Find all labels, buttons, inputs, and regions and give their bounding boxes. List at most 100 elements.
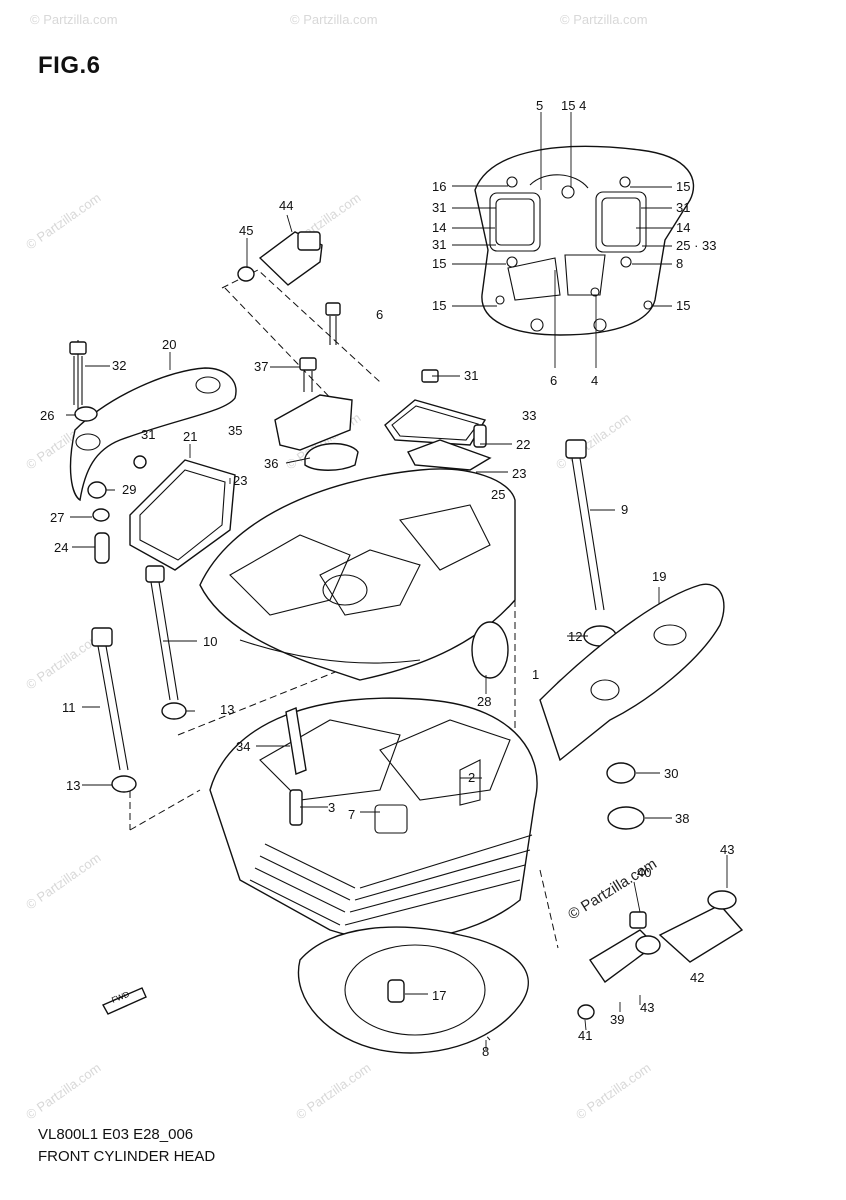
callout-33: 33 [522,408,536,423]
callout-19: 19 [652,569,666,584]
callout-32: 32 [112,358,126,373]
callout-4: 4 [591,373,598,388]
cover-19 [539,583,725,762]
screw-35 [133,455,147,469]
figure-title: FIG.6 [38,52,101,79]
sleeve-24 [94,532,110,564]
callout-22: 22 [516,437,530,452]
watermark: © Partzilla.com [560,12,648,27]
callout-14: 14 [432,220,446,235]
callout-15: 15 [432,256,446,271]
bolt-11-head [91,627,113,647]
watermark: © Partzilla.com [30,12,118,27]
right-cam-pocket [595,191,647,253]
callout-7: 7 [348,807,355,822]
callout-43: 43 [640,1000,654,1015]
callout-6: 6 [550,373,557,388]
callout-8: 8 [482,1044,489,1059]
callout-40: 40 [637,865,651,880]
callout-27: 27 [50,510,64,525]
left-cover-group [69,340,237,571]
callout-39: 39 [610,1012,624,1027]
head-upper-block [199,468,516,681]
callout-15-4: 15 4 [561,98,586,113]
sensor-group [237,231,323,286]
callout-28: 28 [477,694,491,709]
callout-2: 2 [468,770,475,785]
callout-35: 35 [228,423,242,438]
callout-23: 23 [233,473,247,488]
bolt-cap [325,302,341,316]
watermark: © Partzilla.com [23,850,103,913]
gasket-7 [374,804,408,834]
dowel-17 [387,979,405,1003]
watermark: © Partzilla.com [293,1060,373,1123]
cover-20 [69,367,237,502]
callout-31: 31 [464,368,478,383]
callout-15: 15 [676,179,690,194]
plug-and-stud-group [285,707,307,826]
callout-8: 8 [676,256,683,271]
callout-25: 25 [491,487,505,502]
dowel-2 [459,759,481,806]
callout-43: 43 [720,842,734,857]
callout-13: 13 [66,778,80,793]
callout-24: 24 [54,540,68,555]
callout-11: 11 [62,700,76,715]
callout-30: 30 [664,766,678,781]
right-cover-group [384,369,492,510]
gasket-36 [304,442,359,471]
fwd-badge: FWD [102,987,147,1015]
elbow-6 [274,394,353,451]
callout-16: 16 [432,179,446,194]
head-lower-block [209,697,538,941]
washer-13b [111,775,137,793]
left-cam-pocket [489,192,541,252]
callout-15: 15 [432,298,446,313]
cover-21 [129,459,236,571]
callout-29: 29 [122,482,136,497]
callout-14: 14 [676,220,690,235]
spark-plug-34 [285,707,307,775]
left-bolts-group [91,565,187,793]
callout-38: 38 [675,811,689,826]
oring-45 [237,266,255,282]
gasket-8 [297,926,529,1054]
base-gasket-group [297,926,529,1054]
callout-21: 21 [183,429,197,444]
callout-31: 31 [432,200,446,215]
callout-36: 36 [264,456,278,471]
bolt-10-head [145,565,165,583]
callout-37: 37 [254,359,268,374]
callout-31: 31 [432,237,446,252]
upper-head-detail [474,145,695,336]
right-bolt-group [565,439,617,647]
cylinder-head-body [199,468,538,941]
bolt-37 [299,357,317,371]
right-side-cover-group [539,583,725,830]
callout-3: 3 [328,800,335,815]
oring-41 [577,1004,595,1020]
figure-caption: FRONT CYLINDER HEAD [38,1148,216,1165]
callout-23: 23 [512,466,526,481]
gasket-23 [407,439,492,471]
callout-1: 1 [532,667,539,682]
callout-20: 20 [162,337,176,352]
callout-31: 31 [676,200,690,215]
grommet-29 [87,481,107,499]
stud-3 [289,789,303,826]
callout-42: 42 [690,970,704,985]
callout-10: 10 [203,634,217,649]
callout-44: 44 [279,198,293,213]
watermark: © Partzilla.com [23,190,103,253]
intake-pipe-group [577,890,744,1020]
callout-15: 15 [676,298,690,313]
callout-5: 5 [536,98,543,113]
watermark: © Partzilla.com [553,410,633,473]
watermark: © Partzilla.com [290,12,378,27]
plug-28 [471,621,509,679]
callout-31: 31 [141,427,155,442]
middle-upper-group [274,302,359,471]
